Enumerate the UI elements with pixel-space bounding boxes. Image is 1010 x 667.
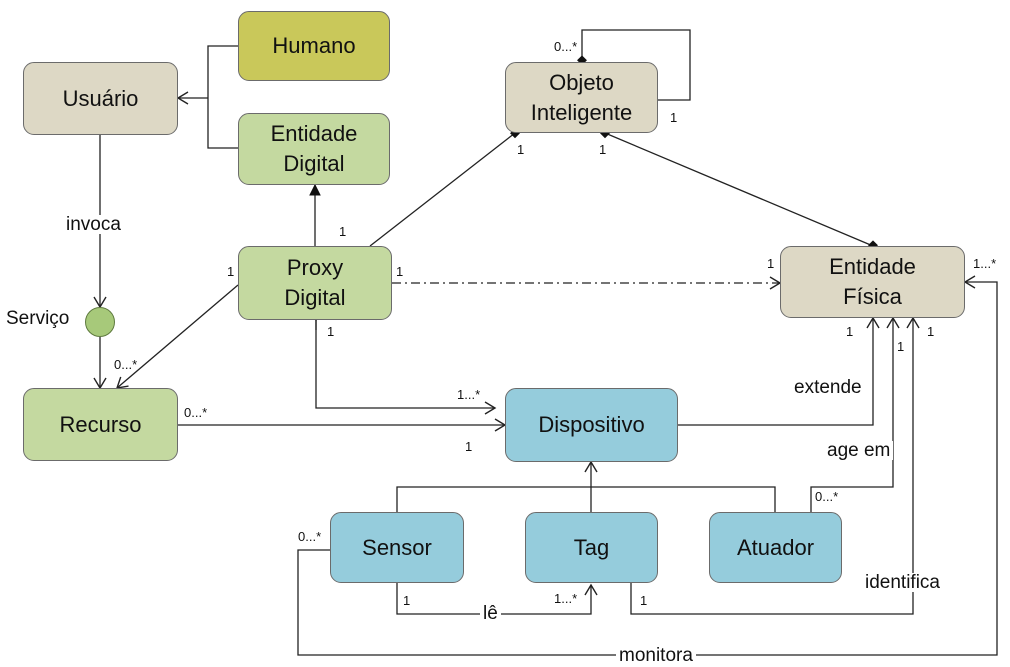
servico-label: Serviço (6, 308, 70, 329)
mult-dispositivo-recurso: 1 (465, 439, 473, 454)
mult-proxy-objeto: 1 (339, 224, 347, 239)
specialization-bar (396, 486, 776, 512)
mult-servico-recurso: 0...* (114, 357, 138, 372)
servico-interface-ball (85, 307, 115, 337)
humano-box: Humano (238, 11, 390, 81)
age-em-label: age em (824, 441, 894, 460)
extende-label: extende (791, 378, 865, 397)
mult-recurso-dispositivo: 0...* (184, 405, 208, 420)
proxy-digital-box: Proxy Digital (238, 246, 392, 320)
mult-objeto-fisica: 1 (599, 142, 607, 157)
mult-sensor-le: 1 (403, 593, 411, 608)
identifica-label: identifica (862, 573, 943, 592)
invoca-label: invoca (63, 215, 124, 234)
mult-objeto-self-right: 1 (670, 110, 678, 125)
usuario-box: Usuário (23, 62, 178, 135)
mult-tag-le: 1...* (554, 591, 578, 606)
mult-tag-identifica: 1 (640, 593, 648, 608)
mult-proxy-fisica: 1 (396, 264, 404, 279)
humano-link (207, 45, 238, 149)
recurso-box: Recurso (23, 388, 178, 461)
proxy-recurso-line (115, 284, 239, 389)
dispositivo-box: Dispositivo (505, 388, 678, 462)
le-label: lê (480, 604, 501, 623)
proxy-dispositivo-line (315, 320, 497, 415)
identifica-line (630, 316, 920, 615)
entidade-fisica-box: Entidade Física (780, 246, 965, 318)
mult-fisica-proxy: 1 (767, 256, 775, 271)
age-em-line (810, 316, 900, 512)
sensor-box: Sensor (330, 512, 464, 583)
mult-fisica-age-em: 1 (897, 339, 905, 354)
mult-objeto-self-top: 0...* (554, 39, 578, 54)
mult-fisica-extende: 1 (846, 324, 854, 339)
mult-dispositivo-proxy: 1...* (457, 387, 481, 402)
entidade-digital-box: Entidade Digital (238, 113, 390, 185)
monitora-label: monitora (616, 646, 696, 665)
tag-box: Tag (525, 512, 658, 583)
mult-atuador-age-em: 0...* (815, 489, 839, 504)
mult-proxy-dispositivo: 1 (327, 324, 335, 339)
mult-sensor-monitora: 0...* (298, 529, 322, 544)
mult-fisica-identifica: 1 (927, 324, 935, 339)
mult-objeto-proxy: 1 (517, 142, 525, 157)
objeto-inteligente-box: Objeto Inteligente (505, 62, 658, 133)
extende-line (678, 316, 880, 426)
atuador-box: Atuador (709, 512, 842, 583)
objeto-self-loop (581, 29, 691, 101)
objeto-proxy-line (369, 132, 516, 247)
mult-fisica-monitora: 1...* (973, 256, 997, 271)
mult-proxy-recurso: 1 (227, 264, 235, 279)
objeto-fisica-line (604, 132, 874, 247)
